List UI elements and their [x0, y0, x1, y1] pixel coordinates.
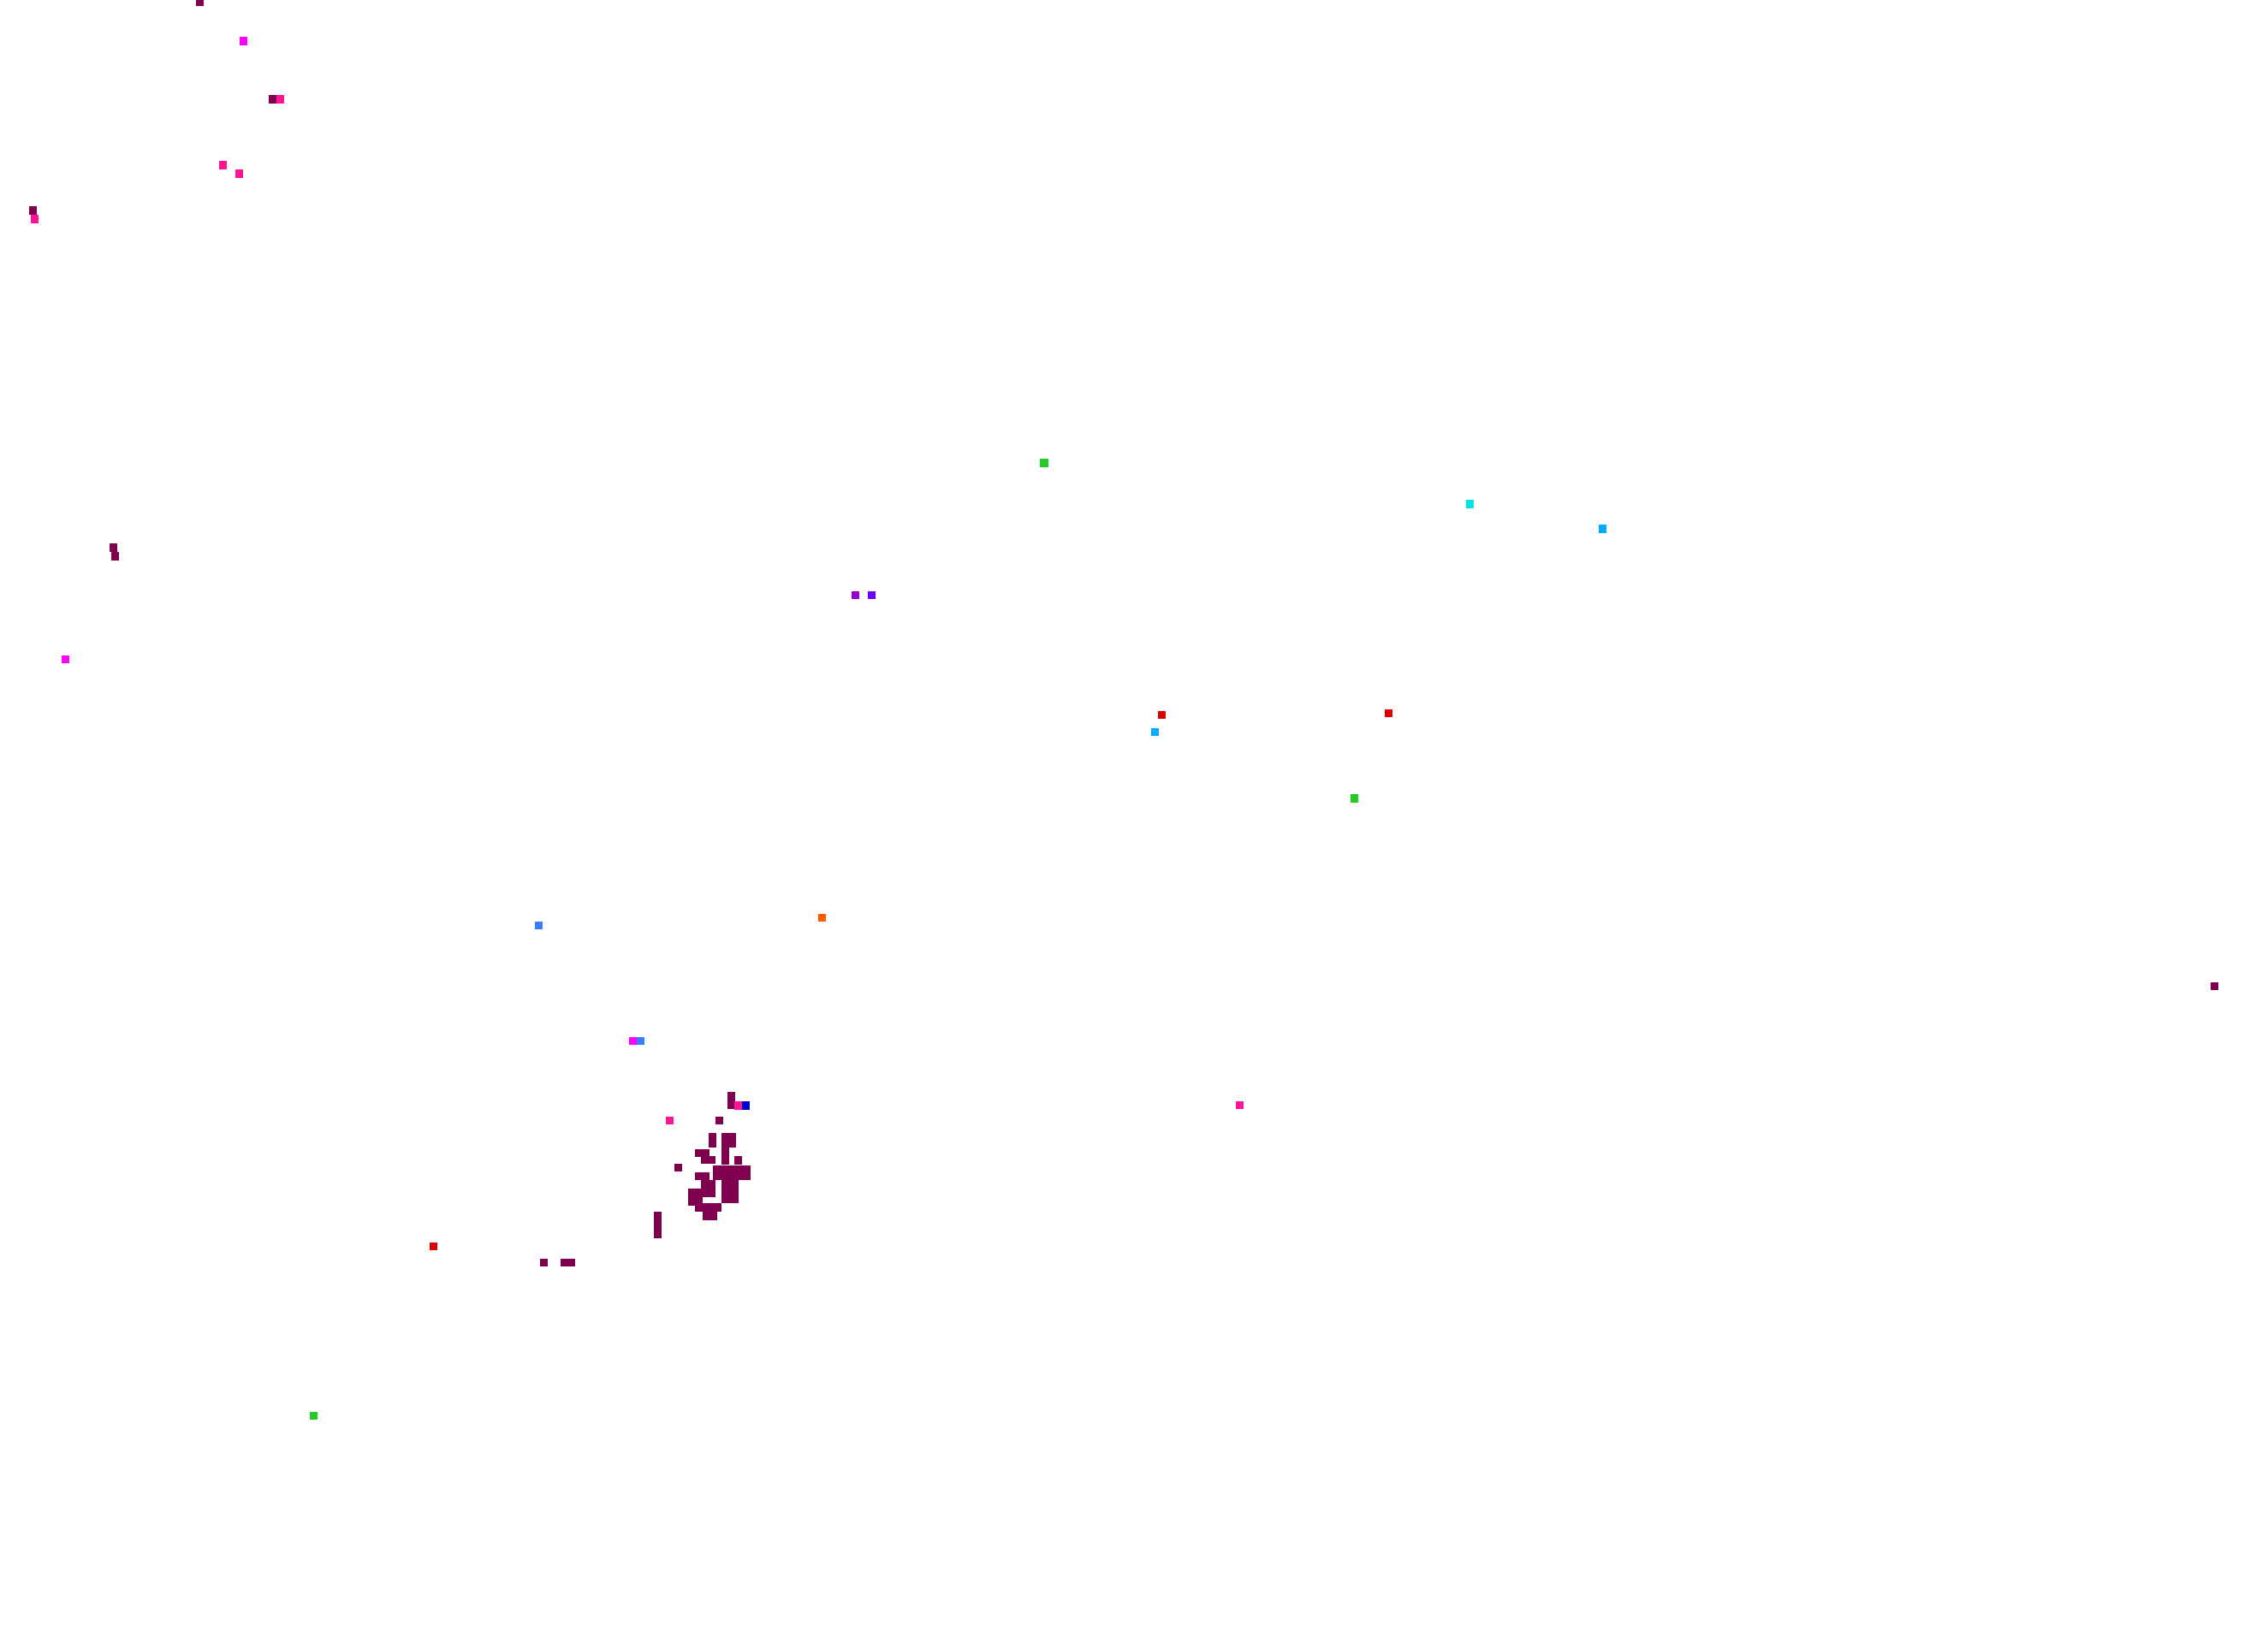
pixel-dot: [276, 95, 284, 104]
pixel-dot: [1236, 1101, 1244, 1109]
pixel-dot: [1466, 500, 1474, 508]
pixel-dot: [1385, 709, 1392, 717]
pixel-dot: [110, 543, 117, 552]
cluster-pixel: [742, 1101, 750, 1110]
cluster-pixel: [734, 1156, 742, 1165]
pixel-dot: [868, 591, 876, 599]
cluster-pixel: [654, 1212, 662, 1238]
cluster-pixel: [727, 1092, 735, 1109]
pixel-dot: [629, 1037, 637, 1045]
pixel-dot: [235, 169, 243, 178]
pixel-cluster-layer: [654, 1092, 751, 1238]
pixel-dot: [1351, 794, 1358, 803]
pixel-dot: [818, 914, 826, 922]
cluster-pixel: [695, 1203, 721, 1212]
pixel-dot: [31, 215, 39, 223]
pixel-dot: [29, 206, 37, 215]
pixel-dots-layer: [29, 0, 2218, 1420]
cluster-pixel: [721, 1133, 736, 1148]
pixel-dot: [1599, 525, 1606, 533]
pixel-dot: [674, 1164, 682, 1171]
cluster-pixel: [721, 1180, 739, 1203]
pixel-dot: [561, 1259, 575, 1266]
pixel-dot: [269, 95, 277, 104]
cluster-pixel: [701, 1180, 715, 1197]
pixel-dot: [430, 1242, 437, 1250]
pixel-dot: [62, 655, 69, 663]
cluster-pixel: [695, 1172, 709, 1180]
pixel-dot: [540, 1259, 548, 1266]
pixel-dot: [1151, 728, 1159, 736]
cluster-pixel: [688, 1189, 703, 1206]
cluster-pixel: [734, 1101, 742, 1110]
pixel-dot: [666, 1117, 674, 1124]
cluster-pixel: [703, 1212, 717, 1220]
pixel-dot: [1158, 711, 1166, 719]
cluster-pixel: [715, 1117, 723, 1124]
cluster-pixel: [713, 1165, 751, 1180]
pixel-dot: [310, 1412, 318, 1420]
cluster-pixel: [701, 1156, 715, 1164]
cluster-pixel: [709, 1133, 716, 1148]
pixel-dot: [637, 1037, 644, 1045]
pixel-dot: [1040, 459, 1048, 467]
pixel-dot: [240, 37, 247, 45]
pixel-dot: [2211, 982, 2218, 990]
cluster-pixel: [695, 1149, 709, 1157]
pixel-dot: [111, 552, 119, 560]
cluster-pixel: [721, 1148, 729, 1165]
pixel-dot: [535, 922, 543, 929]
pixel-dot: [196, 0, 204, 6]
pixel-dot: [852, 591, 859, 599]
pixel-dot: [219, 161, 227, 169]
